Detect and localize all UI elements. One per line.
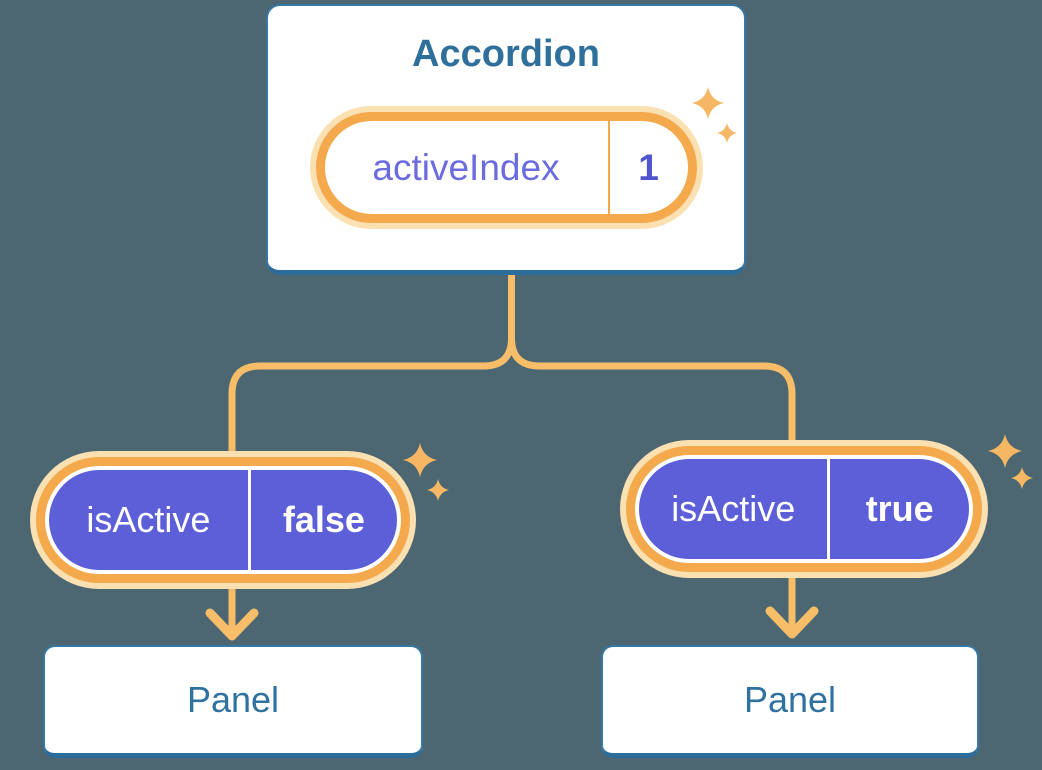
prop-pill-divider <box>247 470 251 570</box>
arrowhead-right-icon <box>765 606 819 639</box>
panel-component-card-left: Panel <box>43 645 423 758</box>
state-name-label: activeIndex <box>372 146 560 188</box>
state-pill-divider <box>607 121 610 214</box>
prop-pill-left-body: isActive false <box>49 470 397 570</box>
prop-name-label: isActive <box>671 488 796 529</box>
state-pill: activeIndex 1 <box>309 106 703 229</box>
prop-pill-left: isActive false <box>30 451 416 589</box>
component-title: Accordion <box>412 33 600 75</box>
prop-name-label: isActive <box>86 499 211 540</box>
prop-pill-left-ring: isActive false <box>36 457 410 583</box>
prop-pill-right-body: isActive true <box>639 459 969 559</box>
connector-right-branch <box>508 264 796 634</box>
state-value-label: 1 <box>638 146 659 188</box>
prop-pill-divider <box>827 459 831 559</box>
prop-value-label: false <box>282 499 365 540</box>
arrowhead-left-icon <box>205 608 259 641</box>
prop-pill-right: isActive true <box>620 440 988 578</box>
prop-pill-right-ring: isActive true <box>626 446 982 572</box>
state-pill-ring: activeIndex 1 <box>315 112 697 223</box>
panel-component-card-right: Panel <box>601 645 979 758</box>
accordion-component-card: Accordion activeIndex 1 <box>266 4 746 275</box>
prop-value-label: true <box>865 488 934 529</box>
